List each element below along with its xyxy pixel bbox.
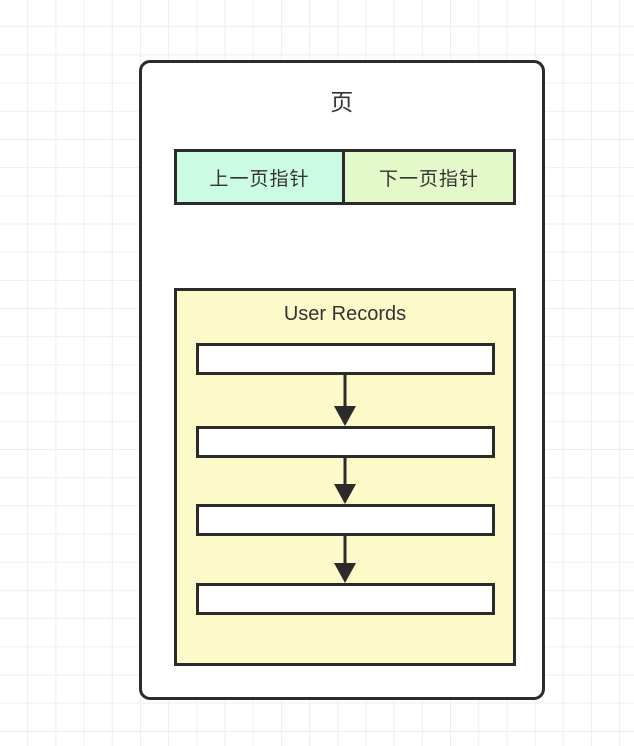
arrow-head: [334, 563, 356, 583]
arrow-shaft: [343, 375, 347, 406]
arrow-shaft: [343, 458, 347, 484]
arrow-head: [334, 406, 356, 426]
page-pointer-row: 上一页指针 下一页指针: [174, 149, 516, 205]
page-node[interactable]: 页 上一页指针 下一页指针 User Records: [139, 60, 545, 700]
user-record-row[interactable]: [196, 504, 495, 536]
arrow-head: [334, 484, 356, 504]
arrow-shaft: [343, 536, 347, 563]
user-record-row[interactable]: [196, 426, 495, 458]
record-link-arrow-icon: [333, 458, 357, 504]
user-record-row[interactable]: [196, 583, 495, 615]
record-link-arrow-icon: [333, 375, 357, 426]
next-page-pointer[interactable]: 下一页指针: [345, 152, 513, 202]
user-records-panel[interactable]: User Records: [174, 288, 516, 666]
page-title: 页: [330, 89, 354, 115]
user-record-row[interactable]: [196, 343, 495, 375]
record-link-arrow-icon: [333, 536, 357, 583]
prev-page-pointer[interactable]: 上一页指针: [177, 152, 345, 202]
user-records-title: User Records: [283, 303, 407, 325]
